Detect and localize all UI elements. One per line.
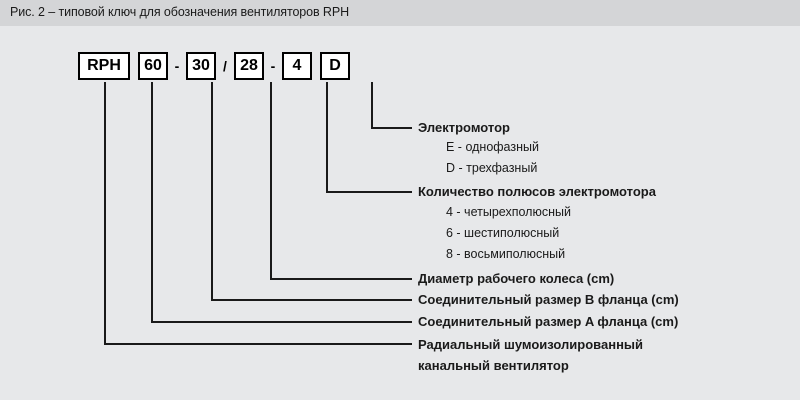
- code-box-motor-type: D: [320, 52, 350, 80]
- legend-subitem-four-pole: 4 - четырехполюсный: [446, 205, 571, 219]
- legend-subitem-six-pole: 6 - шестиполюсный: [446, 226, 560, 240]
- leader-flange-a: [151, 82, 412, 323]
- legend-subitem-motor-three-phase: D - трехфазный: [446, 161, 538, 175]
- model-code-row: RPH 60 - 30 / 28 - 4 D: [78, 50, 350, 82]
- legend-heading-fan-type-line1: Радиальный шумоизолированный: [418, 337, 644, 352]
- leader-impeller-diameter: [270, 82, 412, 280]
- code-box-rph: RPH: [78, 52, 130, 80]
- leader-pole-count: [326, 82, 412, 193]
- legend-heading-impeller-diameter: Диаметр рабочего колеса (cm): [418, 271, 615, 286]
- legend-subitem-eight-pole: 8 - восьмиполюсный: [446, 247, 566, 261]
- header-bar: [0, 0, 800, 26]
- leader-rph: [104, 82, 412, 345]
- legend-heading-motor-type: Электромотор: [418, 120, 510, 135]
- legend-heading-pole-count: Количество полюсов электромотора: [418, 184, 656, 199]
- leader-motor-type: [371, 82, 412, 129]
- code-box-impeller-diameter: 28: [234, 52, 264, 80]
- code-separator-slash: /: [223, 58, 227, 74]
- legend-heading-flange-b: Соединительный размер B фланца (cm): [418, 292, 679, 307]
- page-title: Рис. 2 – типовой ключ для обозначения ве…: [10, 5, 350, 19]
- code-separator-dash-1: -: [174, 58, 180, 74]
- leader-flange-b: [211, 82, 412, 301]
- code-separator-dash-2: -: [270, 58, 276, 74]
- legend-subitem-motor-single-phase: E - однофазный: [446, 140, 539, 154]
- code-box-pole-count: 4: [282, 52, 312, 80]
- bottom-strip: [0, 400, 800, 408]
- legend-heading-flange-a: Соединительный размер A фланца (cm): [418, 314, 679, 329]
- code-box-flange-a: 60: [138, 52, 168, 80]
- code-box-flange-b: 30: [186, 52, 216, 80]
- legend-heading-fan-type-line2: канальный вентилятор: [418, 358, 569, 373]
